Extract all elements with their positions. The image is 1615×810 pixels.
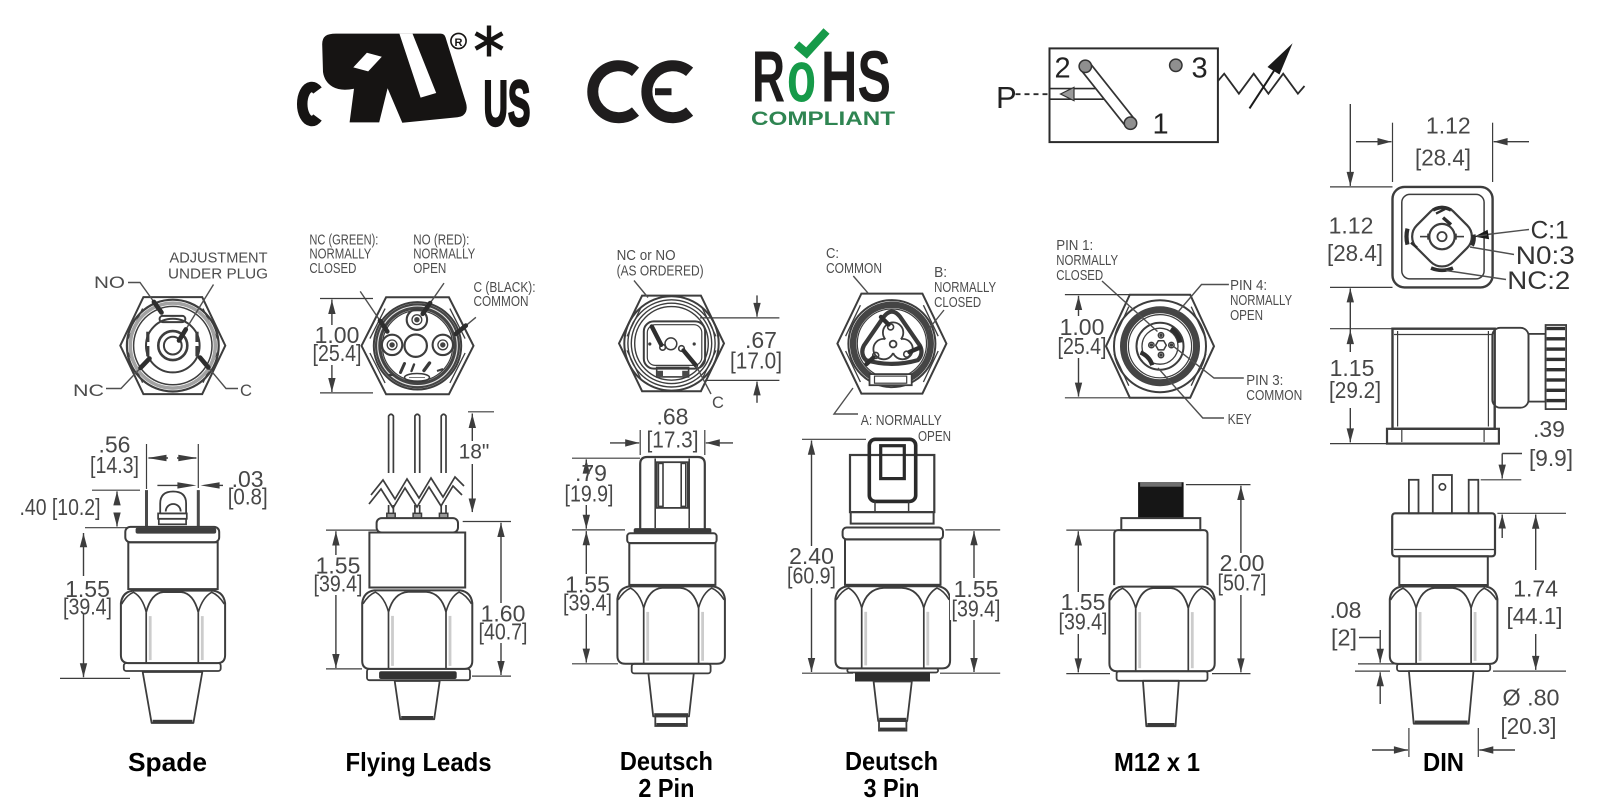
svg-text:2: 2 xyxy=(1055,53,1071,85)
svg-text:OPEN: OPEN xyxy=(413,260,446,277)
svg-text:1.55: 1.55 xyxy=(1061,589,1106,615)
svg-text:OPEN: OPEN xyxy=(1230,307,1263,324)
svg-text:C (BLACK):: C (BLACK): xyxy=(474,279,536,296)
svg-text:PIN 1:: PIN 1: xyxy=(1056,237,1093,254)
svg-text:NORMALLY: NORMALLY xyxy=(934,279,996,296)
svg-text:[17.0]: [17.0] xyxy=(730,348,782,374)
svg-text:[39.4]: [39.4] xyxy=(563,590,612,616)
svg-text:[28.4]: [28.4] xyxy=(1327,240,1383,266)
svg-text:1.74: 1.74 xyxy=(1513,576,1558,602)
svg-text:.79: .79 xyxy=(575,460,607,486)
svg-text:R: R xyxy=(455,37,463,49)
svg-text:.08: .08 xyxy=(1330,597,1362,623)
svg-text:[39.4]: [39.4] xyxy=(1059,609,1108,635)
svg-text:NC: NC xyxy=(73,382,104,400)
svg-text:B:: B: xyxy=(934,264,947,281)
svg-text:NORMALLY: NORMALLY xyxy=(1230,292,1292,309)
svg-text:NC (GREEN):: NC (GREEN): xyxy=(309,232,378,249)
svg-text:R: R xyxy=(752,38,785,118)
svg-text:[2]: [2] xyxy=(1331,625,1357,651)
svg-text:COMPLIANT: COMPLIANT xyxy=(751,108,895,130)
svg-text:[25.4]: [25.4] xyxy=(1058,333,1107,359)
svg-text:COMMON: COMMON xyxy=(826,260,882,277)
svg-text:C: C xyxy=(712,394,724,412)
svg-text:CLOSED: CLOSED xyxy=(309,260,356,277)
svg-text:1.00: 1.00 xyxy=(1060,314,1105,340)
svg-text:2.00: 2.00 xyxy=(1220,550,1265,576)
svg-text:.03: .03 xyxy=(232,466,264,492)
svg-text:[17.3]: [17.3] xyxy=(647,427,699,453)
svg-text:UNDER PLUG: UNDER PLUG xyxy=(168,267,268,283)
svg-text:1.55: 1.55 xyxy=(316,553,361,579)
svg-text:C:1: C:1 xyxy=(1531,217,1569,245)
svg-text:1.55: 1.55 xyxy=(954,576,999,602)
svg-text:.68: .68 xyxy=(657,404,689,430)
svg-text:US: US xyxy=(484,68,531,140)
svg-text:NORMALLY: NORMALLY xyxy=(309,246,371,263)
svg-text:3 Pin: 3 Pin xyxy=(864,773,920,803)
svg-text:P: P xyxy=(996,80,1017,115)
svg-text:[39.4]: [39.4] xyxy=(952,596,1001,622)
svg-text:COMMON: COMMON xyxy=(1246,387,1302,404)
svg-text:[40.7]: [40.7] xyxy=(479,619,528,645)
svg-text:A: NORMALLY: A: NORMALLY xyxy=(861,412,942,429)
svg-text:[39.4]: [39.4] xyxy=(314,571,363,597)
svg-text:C: C xyxy=(240,382,252,400)
svg-text:[20.3]: [20.3] xyxy=(1501,713,1557,739)
svg-text:1.12: 1.12 xyxy=(1426,113,1471,139)
svg-text:NO: NO xyxy=(94,274,125,292)
svg-text:COMMON: COMMON xyxy=(474,293,529,310)
svg-text:NC:2: NC:2 xyxy=(1507,267,1570,295)
svg-text:1.55: 1.55 xyxy=(65,576,110,602)
svg-text:KEY: KEY xyxy=(1228,411,1252,428)
svg-text:[29.2]: [29.2] xyxy=(1329,377,1381,403)
svg-text:1.55: 1.55 xyxy=(565,572,610,598)
svg-text:[44.1]: [44.1] xyxy=(1507,603,1563,629)
svg-text:Flying Leads: Flying Leads xyxy=(346,747,492,777)
svg-text:NORMALLY: NORMALLY xyxy=(413,246,475,263)
svg-text:(AS ORDERED): (AS ORDERED) xyxy=(617,263,704,280)
svg-text:ADJUSTMENT: ADJUSTMENT xyxy=(170,251,268,267)
svg-text:PIN 3:: PIN 3: xyxy=(1246,372,1283,389)
svg-text:[28.4]: [28.4] xyxy=(1415,145,1471,171)
svg-text:Spade: Spade xyxy=(128,747,207,777)
svg-text:1.15: 1.15 xyxy=(1330,355,1375,381)
svg-text:Ø .80: Ø .80 xyxy=(1503,685,1560,711)
svg-text:2.40: 2.40 xyxy=(789,543,834,569)
svg-text:Deutsch: Deutsch xyxy=(845,746,938,776)
svg-text:NO (RED):: NO (RED): xyxy=(413,232,469,249)
svg-text:1.60: 1.60 xyxy=(481,601,526,627)
svg-text:PIN 4:: PIN 4: xyxy=(1230,277,1267,294)
svg-text:CLOSED: CLOSED xyxy=(934,294,981,311)
svg-text:[60.9]: [60.9] xyxy=(787,563,836,589)
svg-text:2 Pin: 2 Pin xyxy=(638,773,694,803)
svg-text:3: 3 xyxy=(1192,53,1208,85)
svg-text:CLOSED: CLOSED xyxy=(1056,267,1103,284)
svg-text:[19.9]: [19.9] xyxy=(565,481,614,507)
svg-text:NC or NO: NC or NO xyxy=(617,247,676,264)
svg-text:[9.9]: [9.9] xyxy=(1529,445,1573,471)
svg-text:OPEN: OPEN xyxy=(918,428,951,445)
svg-text:[25.4]: [25.4] xyxy=(313,340,362,366)
svg-text:.56: .56 xyxy=(99,432,131,458)
svg-text:.67: .67 xyxy=(745,327,777,353)
svg-text:NORMALLY: NORMALLY xyxy=(1056,252,1118,269)
svg-text:.39: .39 xyxy=(1533,416,1565,442)
svg-text:Deutsch: Deutsch xyxy=(620,746,713,776)
svg-text:1.12: 1.12 xyxy=(1329,213,1374,239)
svg-text:[50.7]: [50.7] xyxy=(1218,570,1267,596)
svg-text:[39.4]: [39.4] xyxy=(63,594,112,620)
svg-text:M12 x 1: M12 x 1 xyxy=(1114,747,1200,777)
svg-text:1: 1 xyxy=(1153,109,1169,141)
svg-text:N0:3: N0:3 xyxy=(1516,242,1575,270)
svg-text:DIN: DIN xyxy=(1423,747,1464,777)
svg-text:1.00: 1.00 xyxy=(315,322,360,348)
svg-text:[0.8]: [0.8] xyxy=(228,484,268,510)
svg-text:18": 18" xyxy=(459,441,490,464)
svg-text:.40 [10.2]: .40 [10.2] xyxy=(20,494,101,520)
svg-text:HS: HS xyxy=(821,38,891,118)
svg-text:[14.3]: [14.3] xyxy=(90,452,139,478)
svg-text:C:: C: xyxy=(826,245,839,262)
